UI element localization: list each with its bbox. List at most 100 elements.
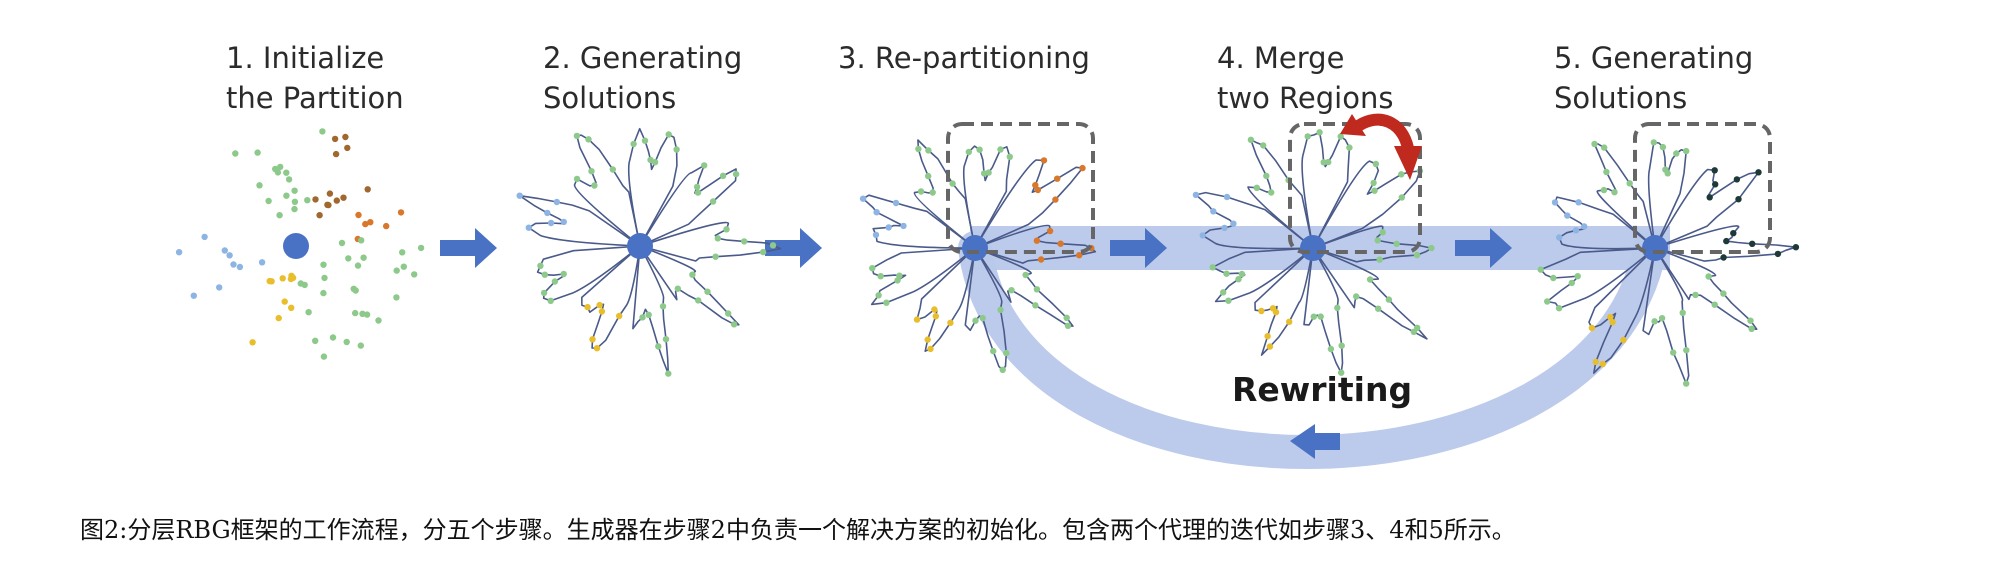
route-node (1664, 170, 1671, 177)
route-node (1223, 270, 1230, 277)
step1-node (321, 274, 328, 282)
step1-node (397, 209, 405, 216)
route-node (1003, 349, 1010, 357)
route-node (1712, 181, 1719, 188)
step-title-4-line1: 4. Merge (1217, 41, 1345, 75)
route-node (701, 162, 708, 169)
route-node (1658, 315, 1666, 322)
step-title-5-line1: 5. Generating (1554, 41, 1754, 75)
route-node (689, 271, 696, 278)
step1-node (254, 149, 261, 156)
route-node (1370, 179, 1377, 187)
route-node (616, 312, 623, 320)
step1-node (340, 194, 347, 201)
route-node (1266, 343, 1274, 350)
route-node (674, 285, 681, 292)
step1-node (272, 165, 279, 173)
route-node (1564, 212, 1571, 219)
step1-node (316, 212, 323, 219)
step1-node (393, 294, 400, 301)
route-node (573, 175, 581, 183)
route-node (1316, 129, 1323, 136)
step1-node (352, 287, 359, 294)
step1-node (216, 284, 223, 291)
route-path (974, 159, 1084, 249)
route-path (1254, 247, 1314, 356)
step1-node (344, 144, 351, 152)
route-node (932, 313, 939, 320)
arrow-step3-to-step4 (1110, 228, 1167, 268)
route-node (709, 198, 717, 205)
step1-node (291, 205, 298, 213)
route-path (632, 245, 670, 375)
route-node (1037, 256, 1045, 263)
route-node (1366, 276, 1374, 283)
route-node (1735, 196, 1742, 203)
route-node (1379, 229, 1386, 236)
route-node (1033, 286, 1041, 293)
route-node (1375, 305, 1382, 312)
step3-routes (859, 139, 1097, 373)
route-node (560, 218, 567, 226)
step1-node (357, 342, 364, 349)
route-node (516, 192, 523, 199)
route-node (547, 297, 554, 304)
route-node (873, 209, 880, 216)
route-node (714, 235, 721, 242)
route-node (892, 199, 900, 207)
merge-arrow-icon (1354, 113, 1414, 150)
route-node (573, 132, 581, 140)
route-node (659, 303, 667, 310)
step-title-1-line2: the Partition (226, 81, 404, 115)
route-node (593, 345, 601, 352)
step1-node (276, 212, 283, 219)
route-node (609, 166, 616, 173)
route-node (1398, 194, 1406, 201)
route-node (1338, 369, 1345, 376)
route-path (974, 224, 1097, 264)
route-node (1572, 227, 1580, 234)
route-node (915, 145, 922, 153)
route-node (1225, 297, 1232, 304)
route-node (965, 148, 972, 156)
route-node (1398, 171, 1405, 178)
step-title-4: 4. Merge two Regions (1217, 38, 1393, 118)
route-node (1235, 276, 1242, 283)
route-node (655, 343, 662, 350)
route-node (553, 198, 560, 206)
route-node (1651, 318, 1658, 325)
route-node (544, 209, 551, 217)
route-node (1601, 144, 1608, 151)
route-node (885, 224, 892, 231)
route-path (964, 247, 1008, 371)
step1-node (417, 244, 425, 252)
route-node (1673, 150, 1680, 157)
route-node (1670, 349, 1677, 356)
route-node (1581, 223, 1588, 230)
route-node (588, 168, 595, 175)
route-node (537, 262, 544, 269)
route-node (1269, 305, 1277, 312)
route-node (1338, 342, 1345, 349)
route-node (1620, 336, 1627, 344)
route-node (645, 311, 652, 318)
route-node (1064, 322, 1072, 329)
route-node (1385, 296, 1393, 303)
route-node (1393, 240, 1400, 247)
step1-node (358, 237, 365, 244)
route-node (639, 314, 646, 321)
route-node (1600, 186, 1608, 194)
route-node (589, 336, 596, 343)
route-node (1371, 187, 1378, 194)
route-node (1556, 234, 1563, 241)
rewriting-label: Rewriting (1232, 370, 1413, 409)
route-node (598, 308, 606, 315)
step1-node (291, 187, 298, 194)
route-node (872, 231, 880, 239)
step1-node (362, 220, 369, 228)
step1-node (226, 252, 233, 259)
step1-node (312, 337, 319, 344)
route-node (1079, 164, 1086, 172)
route-node (883, 299, 890, 306)
route-node (730, 321, 738, 328)
